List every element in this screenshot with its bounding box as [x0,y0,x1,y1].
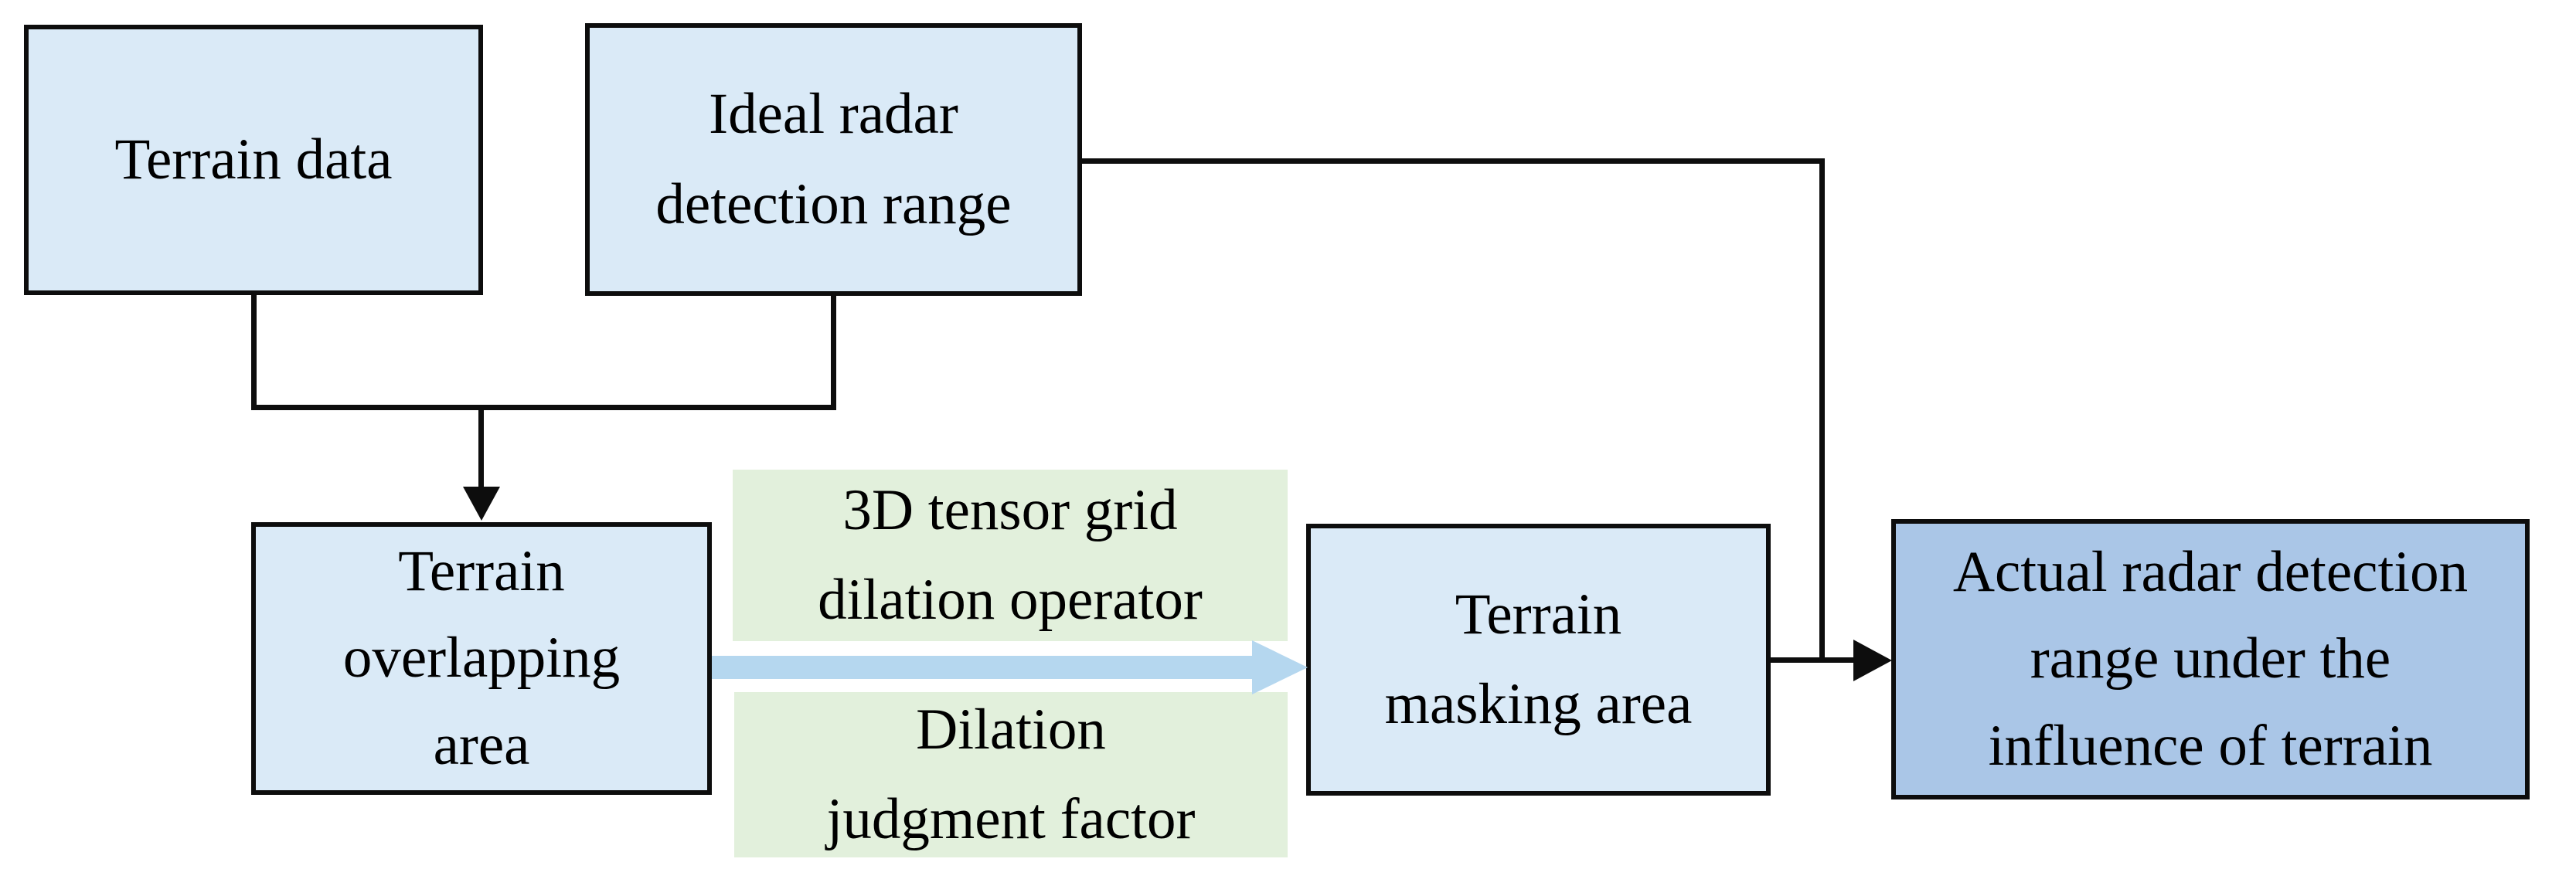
arrowhead-down-overlapping [463,487,500,521]
node-label: Actual radar detection [1952,539,2469,604]
node-label: Ideal radar [709,82,958,147]
block-arrow-body [712,656,1253,679]
connector-ideal-radar-right [1079,158,1825,164]
node-label: detection range [655,171,1012,236]
connector-terrain-data-down [251,294,257,410]
connector-merge-horizontal [251,405,836,410]
node-label: Terrain [398,538,565,603]
node-label: Terrain [1455,582,1622,647]
node-label: area [433,712,530,777]
node-label: influence of terrain [1988,713,2433,778]
arrowhead-right-actual [1853,640,1892,681]
node-3d-tensor-grid-dilation-operator: 3D tensor grid dilation operator [733,470,1288,641]
node-label: Terrain data [114,127,393,192]
node-label: range under the [2030,626,2391,691]
node-dilation-judgment-factor: Dilation judgment factor [734,692,1288,857]
node-label: overlapping [342,626,621,691]
node-terrain-masking-area: Terrain masking area [1306,524,1771,796]
connector-ideal-radar-down [831,294,836,410]
connector-masking-to-actual [1768,657,1855,663]
node-label: dilation operator [818,568,1203,632]
node-actual-radar-detection-range: Actual radar detection range under the i… [1891,519,2530,799]
node-label: 3D tensor grid [842,477,1178,542]
node-terrain-overlapping-area: Terrain overlapping area [251,522,712,795]
node-label: masking area [1384,672,1693,736]
node-ideal-radar-detection-range: Ideal radar detection range [585,23,1082,296]
connector-elbow-down [1819,158,1825,663]
connector-to-overlapping-stem [478,405,484,491]
node-label: judgment factor [826,787,1196,851]
node-label: Dilation [916,697,1106,762]
node-terrain-data: Terrain data [24,25,483,295]
block-arrow-head [1252,640,1308,694]
